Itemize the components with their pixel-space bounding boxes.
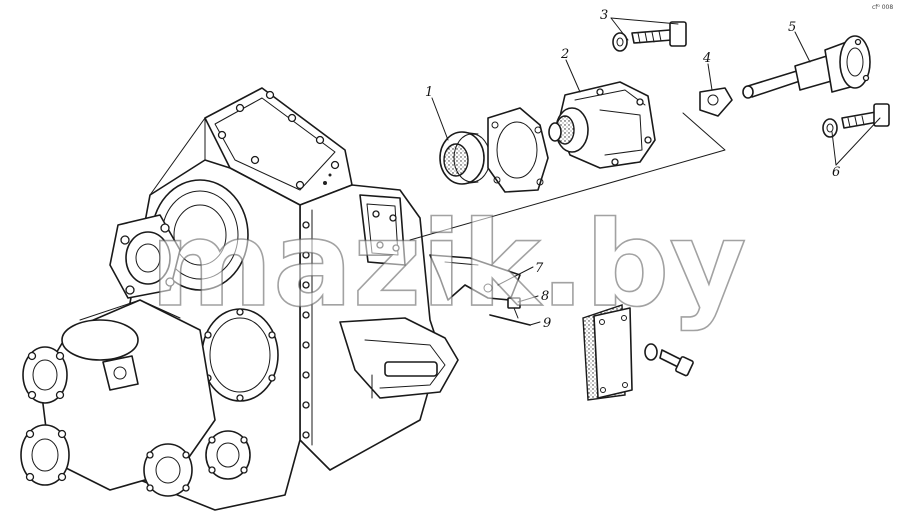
transfer-case-housing [20, 87, 459, 511]
part-6-bolt [822, 103, 890, 138]
side-cover [582, 304, 633, 401]
callout-2: 2 [560, 47, 569, 62]
callout-3: 3 [600, 8, 608, 23]
callout-7: 7 [535, 261, 544, 276]
callout-5: 5 [788, 20, 796, 35]
assembly-leader-line [409, 112, 726, 241]
part-8-bolt [507, 297, 521, 319]
callout-labels: 1 2 3 4 5 6 7 8 9 [425, 8, 840, 331]
side-cover-bolt [644, 343, 694, 377]
part-9-pin [489, 314, 531, 326]
callout-leaders [431, 17, 881, 326]
watermark: mazik.by [150, 195, 746, 333]
part-3-bolt [612, 21, 687, 52]
part-2-drive-unit [548, 81, 656, 169]
callout-6: 6 [832, 165, 840, 180]
corner-code: cf⁰ 008 [872, 4, 893, 11]
part-5-shaft [742, 35, 871, 99]
cover-gasket [487, 107, 549, 193]
part-4-cover-plate [699, 87, 733, 117]
part-1-seal [439, 131, 491, 185]
callout-4: 4 [702, 51, 711, 66]
part-7-lever [429, 254, 521, 301]
callout-1: 1 [425, 85, 433, 100]
callout-9: 9 [543, 316, 551, 331]
callout-8: 8 [541, 289, 549, 304]
